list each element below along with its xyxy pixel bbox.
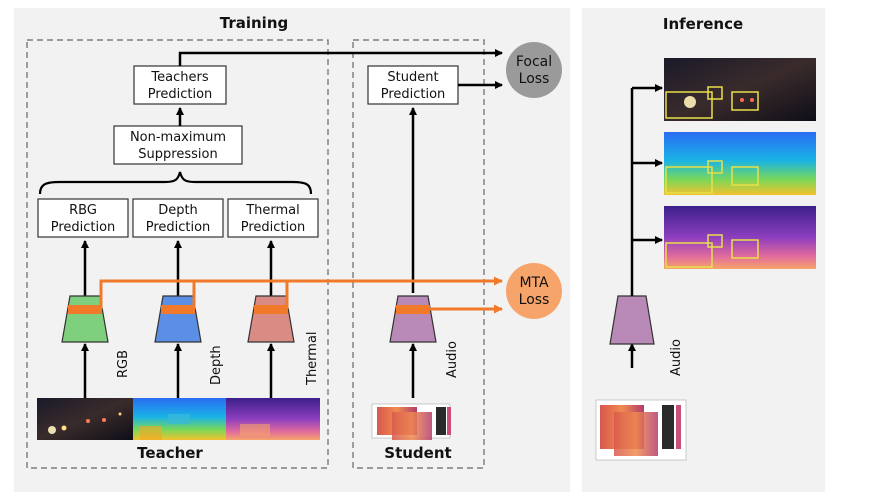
audio-spectrogram-input xyxy=(371,403,451,440)
arrow-teachers-to-focal xyxy=(178,49,503,66)
focal-loss-line1: Focal xyxy=(516,54,552,70)
teachers-prediction-line2: Prediction xyxy=(148,87,213,102)
rgb-label: RGB xyxy=(116,350,131,378)
student-prediction-line1: Student xyxy=(387,70,438,85)
teacher-group xyxy=(26,39,329,469)
student-prediction-box xyxy=(367,65,459,105)
depth-label: Depth xyxy=(209,345,224,385)
mta-line-rgb xyxy=(99,276,503,309)
inference-rgb-output xyxy=(664,58,816,121)
teachers-prediction-line1: Teachers xyxy=(150,70,208,85)
teacher-label: Teacher xyxy=(137,444,203,462)
depth-prediction-line2: Prediction xyxy=(146,220,211,235)
depth-input-image xyxy=(133,398,226,440)
student-prediction-line2: Prediction xyxy=(381,87,446,102)
thermal-label: Thermal xyxy=(305,331,320,386)
thermal-input-image xyxy=(226,398,320,440)
mta-loss-line2: Loss xyxy=(519,292,550,308)
rgb-prediction-box xyxy=(37,198,129,238)
depth-prediction-line1: Depth xyxy=(158,203,198,218)
focal-loss-node xyxy=(506,42,562,98)
inference-title: Inference xyxy=(663,15,743,33)
thermal-prediction-box xyxy=(227,198,319,238)
audio-mta-band xyxy=(396,305,430,314)
thermal-prediction-line2: Prediction xyxy=(241,220,306,235)
training-title: Training xyxy=(220,14,288,32)
mta-loss-line1: MTA xyxy=(519,275,549,291)
rgb-input-image xyxy=(37,398,133,440)
inference-audio-label: Audio xyxy=(669,339,684,376)
inference-thermal-output xyxy=(664,206,816,269)
nms-line2: Suppression xyxy=(138,147,217,162)
thermal-prediction-line1: Thermal xyxy=(245,203,300,218)
focal-loss-line2: Loss xyxy=(519,71,550,87)
teachers-prediction-box xyxy=(133,65,227,105)
student-group xyxy=(352,39,485,469)
audio-label: Audio xyxy=(445,341,460,378)
student-label: Student xyxy=(384,444,451,462)
nms-line1: Non-maximum xyxy=(130,130,226,145)
mta-loss-node xyxy=(506,263,562,319)
rgb-prediction-line1: RBG xyxy=(69,203,97,218)
depth-prediction-box xyxy=(132,198,224,238)
audio-encoder xyxy=(389,295,437,343)
rgb-prediction-line2: Prediction xyxy=(51,220,116,235)
inference-spectrogram-input xyxy=(595,399,687,461)
merge-brace xyxy=(38,171,313,195)
thermal-mta-band xyxy=(254,305,288,314)
nms-box xyxy=(113,125,243,165)
inference-audio-encoder xyxy=(609,295,655,345)
depth-mta-band xyxy=(161,305,195,314)
rgb-mta-band xyxy=(68,305,102,314)
inference-depth-output xyxy=(664,132,816,195)
